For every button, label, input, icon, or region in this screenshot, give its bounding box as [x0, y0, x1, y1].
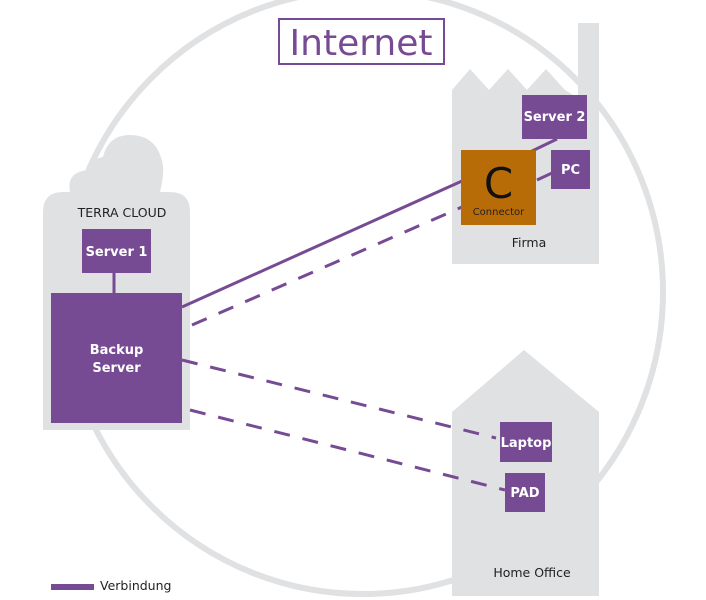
node-connector[interactable]: C Connector	[461, 150, 536, 225]
connections	[112, 137, 558, 492]
legend: Verbindung	[51, 578, 171, 593]
firma-label: Firma	[512, 235, 547, 250]
connection-backup-connector-dashed	[191, 205, 463, 327]
connection-backup-connector-solid	[181, 179, 463, 309]
backup-server-box[interactable]	[51, 293, 182, 423]
home-office-label: Home Office	[493, 565, 571, 580]
connection-backup-pad	[189, 408, 506, 492]
connection-connector-server2	[529, 137, 558, 154]
title-frame	[278, 18, 445, 65]
pad-box[interactable]	[505, 473, 545, 512]
laptop-label: Laptop	[501, 436, 552, 451]
server1-box[interactable]	[82, 229, 151, 273]
connection-backup-laptop	[181, 358, 497, 440]
factory-shape	[452, 23, 599, 264]
pad-label: PAD	[510, 486, 539, 501]
pc-box[interactable]	[551, 150, 590, 189]
pc-label: PC	[561, 163, 580, 178]
laptop-box[interactable]	[500, 422, 552, 462]
node-server1[interactable]: Server 1	[82, 229, 151, 273]
backup-server-label-line2: Server	[92, 361, 141, 376]
node-pc[interactable]: PC	[551, 150, 590, 189]
node-backup-server[interactable]: Backup Server	[51, 293, 182, 423]
legend-swatch	[51, 584, 94, 590]
connection-connector-pc	[536, 171, 553, 182]
server1-label: Server 1	[86, 245, 148, 260]
server2-box[interactable]	[522, 95, 587, 139]
node-laptop[interactable]: Laptop	[500, 422, 552, 462]
connector-label: Connector	[473, 207, 525, 218]
node-pad[interactable]: PAD	[505, 473, 545, 512]
backup-server-label-line1: Backup	[90, 343, 144, 358]
title-text: Internet	[290, 23, 433, 64]
internet-title: Internet	[278, 18, 445, 65]
legend-label: Verbindung	[100, 578, 171, 593]
server2-label: Server 2	[524, 110, 586, 125]
firma-building: Firma	[452, 23, 599, 264]
cloud-label: TERRA CLOUD	[77, 205, 167, 220]
connector-box[interactable]	[461, 150, 536, 225]
connector-letter: C	[484, 159, 513, 208]
node-server2[interactable]: Server 2	[522, 95, 587, 139]
